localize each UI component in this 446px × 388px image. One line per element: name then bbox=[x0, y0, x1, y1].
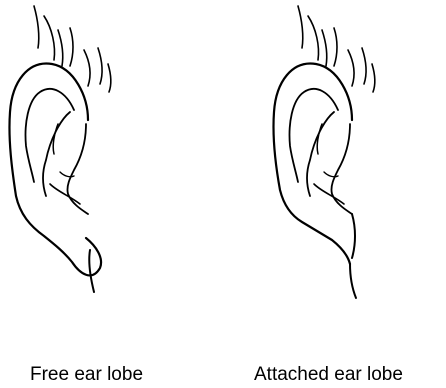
attached-ear-concha bbox=[331, 124, 352, 214]
free-ear-lobe-drawing bbox=[9, 6, 110, 292]
free-ear-antihelix bbox=[43, 112, 70, 196]
free-ear-hair-strands bbox=[34, 6, 111, 92]
free-ear-helix bbox=[9, 64, 101, 276]
free-ear-neck-line bbox=[89, 250, 94, 292]
attached-ear-antihelix bbox=[307, 112, 334, 196]
attached-ear-helix bbox=[273, 64, 352, 264]
free-ear-inner-rim bbox=[26, 89, 74, 182]
attached-ear-jaw-line bbox=[352, 214, 355, 258]
attached-ear-antitragus bbox=[314, 184, 344, 204]
attached-ear-inner-rim bbox=[290, 89, 338, 182]
attached-ear-hair-strands bbox=[298, 6, 375, 92]
attached-ear-lobe-drawing bbox=[273, 6, 374, 298]
free-ear-concha bbox=[67, 124, 88, 214]
free-ear-lobe-label: Free ear lobe bbox=[30, 364, 143, 386]
attached-ear-lobe-label: Attached ear lobe bbox=[254, 364, 403, 386]
free-ear-antitragus bbox=[50, 184, 80, 204]
attached-ear-neck-line bbox=[350, 264, 356, 298]
